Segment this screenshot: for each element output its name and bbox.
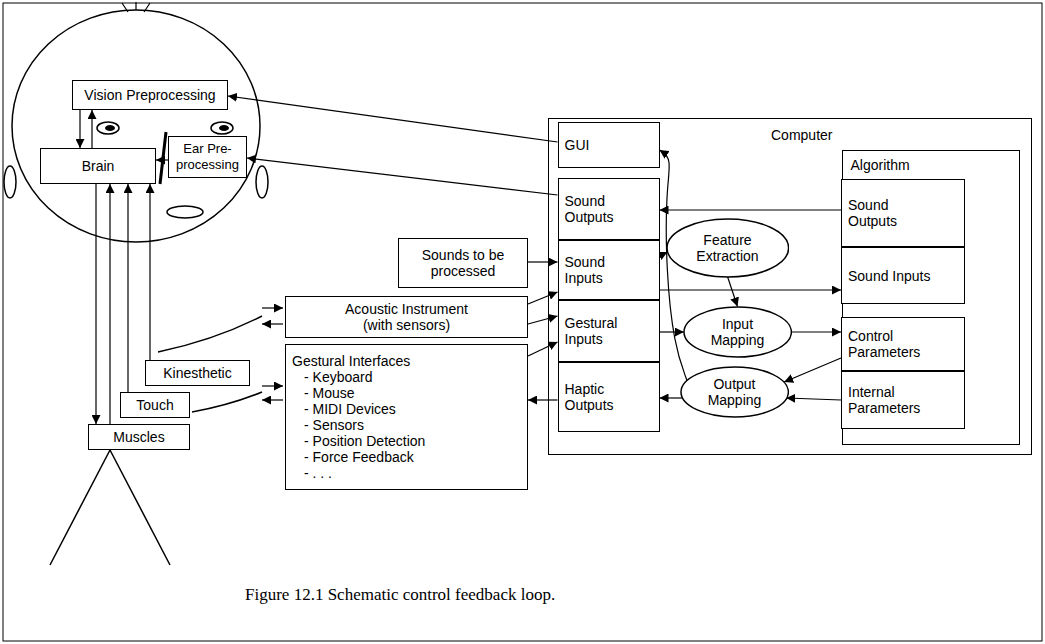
flow-arrow — [660, 397, 683, 398]
list-item: - Position Detection — [292, 433, 425, 449]
flow-arrow — [784, 358, 841, 382]
flow-arrow — [660, 331, 684, 332]
sense-box: Touch — [120, 392, 190, 418]
figure-caption: Figure 12.1 Schematic control feedback l… — [245, 585, 555, 605]
box-label: Sound Inputs — [565, 254, 645, 286]
box-label: Brain — [82, 158, 115, 174]
flow-arrow — [127, 184, 128, 392]
box-label: Ear Pre-processing — [172, 141, 244, 173]
mouth — [167, 206, 203, 218]
ellipse-shape — [684, 307, 791, 357]
flow-arrow — [109, 184, 110, 424]
parameter-box: Control Parameters — [841, 317, 965, 371]
flow-arrow — [156, 159, 168, 160]
figure-frame — [3, 3, 1042, 641]
flow-arrow — [528, 399, 558, 400]
flow-arrow — [247, 158, 558, 195]
list-item: - Keyboard — [292, 369, 372, 385]
process-ellipse: Output Mapping — [680, 366, 789, 418]
algorithm-box: AlgorithmSound OutputsSound InputsContro… — [842, 150, 1020, 445]
list-item: - MIDI Devices — [292, 401, 396, 417]
ellipse-shape — [667, 219, 789, 277]
flow-arrow — [660, 289, 842, 290]
sense-box: Muscles — [88, 424, 190, 450]
box-label: Sound Inputs — [848, 268, 931, 284]
hand-arrow — [262, 323, 283, 324]
flow-arrow — [727, 277, 737, 307]
right-pupil — [219, 125, 229, 131]
list-item: - Mouse — [292, 385, 355, 401]
list-item: - Force Feedback — [292, 449, 414, 465]
flow-arrow — [660, 209, 842, 210]
left-eye — [97, 122, 119, 134]
box-label: Algorithm — [851, 157, 910, 173]
box-label: Kinesthetic — [163, 365, 231, 381]
list-item: - Sensors — [292, 417, 364, 433]
io-box: Sound Outputs — [558, 178, 660, 240]
box-label: Haptic Outputs — [565, 381, 645, 413]
device-box: Gestural Interfaces- Keyboard- Mouse- MI… — [285, 344, 528, 490]
box-label: Output Mapping — [699, 376, 769, 408]
box-label: Muscles — [113, 429, 164, 445]
box-label: Acoustic Instrument (with sensors) — [332, 301, 482, 333]
hair — [122, 2, 150, 12]
nose — [160, 132, 166, 184]
box-label: Touch — [136, 397, 173, 413]
box-label: Control Parameters — [848, 328, 944, 360]
right-eye — [211, 122, 233, 134]
box-label: GUI — [565, 137, 590, 153]
box-label: Sound Outputs — [565, 193, 645, 225]
box-label: Input Mapping — [702, 316, 772, 348]
io-box: Gestural Inputs — [558, 300, 660, 362]
box-label: Sounds to be processed — [411, 247, 515, 279]
process-ellipse: Feature Extraction — [666, 218, 790, 278]
hand-arrow — [262, 399, 283, 400]
flow-arrow — [79, 110, 80, 148]
box-label: Internal Parameters — [848, 384, 944, 416]
io-box: GUI — [558, 122, 660, 168]
parameter-box: Sound Outputs — [841, 179, 965, 247]
left-ear — [4, 166, 16, 198]
process-ellipse: Input Mapping — [683, 306, 792, 358]
ellipse-shape — [681, 367, 788, 417]
parameter-box: Internal Parameters — [841, 371, 965, 429]
flow-arrow — [528, 316, 558, 324]
box-label: Vision Preprocessing — [84, 87, 215, 103]
hand-arrow — [262, 385, 283, 386]
sense-box: Kinesthetic — [145, 360, 250, 386]
box-label: Gestural Inputs — [565, 315, 645, 347]
upper-arm — [158, 316, 262, 352]
head-outline — [12, 10, 260, 242]
flow-arrow — [91, 110, 92, 148]
process-box: Ear Pre-processing — [168, 136, 247, 178]
process-box: Sounds to be processed — [398, 238, 528, 288]
right-ear — [256, 166, 268, 198]
flow-arrow — [786, 398, 841, 400]
flow-arrow — [528, 342, 558, 356]
list-item: - . . . — [292, 465, 332, 481]
device-box: Acoustic Instrument (with sensors) — [285, 296, 528, 338]
box-label: Feature Extraction — [687, 232, 767, 264]
flow-arrow — [149, 184, 150, 360]
flow-arrow — [791, 331, 841, 332]
flow-arrow — [528, 261, 558, 262]
box-label: Sound Outputs — [848, 197, 938, 229]
computer-box: ComputerGUISound OutputsAlgorithmSound O… — [548, 118, 1032, 455]
process-box: Brain — [40, 148, 156, 184]
legs — [50, 450, 170, 565]
hand-arrow — [262, 307, 283, 308]
flow-arrow — [528, 292, 558, 304]
io-box: Haptic Outputs — [558, 362, 660, 432]
box-label: Computer — [771, 127, 832, 143]
lower-arm — [192, 392, 262, 412]
box-label: Gestural Interfaces — [292, 353, 410, 369]
flow-arrow — [95, 184, 96, 424]
flow-arrow — [228, 96, 558, 142]
io-box: Sound Inputs — [558, 240, 660, 300]
process-box: Vision Preprocessing — [72, 80, 228, 110]
parameter-box: Sound Inputs — [841, 247, 965, 304]
left-pupil — [105, 125, 115, 131]
